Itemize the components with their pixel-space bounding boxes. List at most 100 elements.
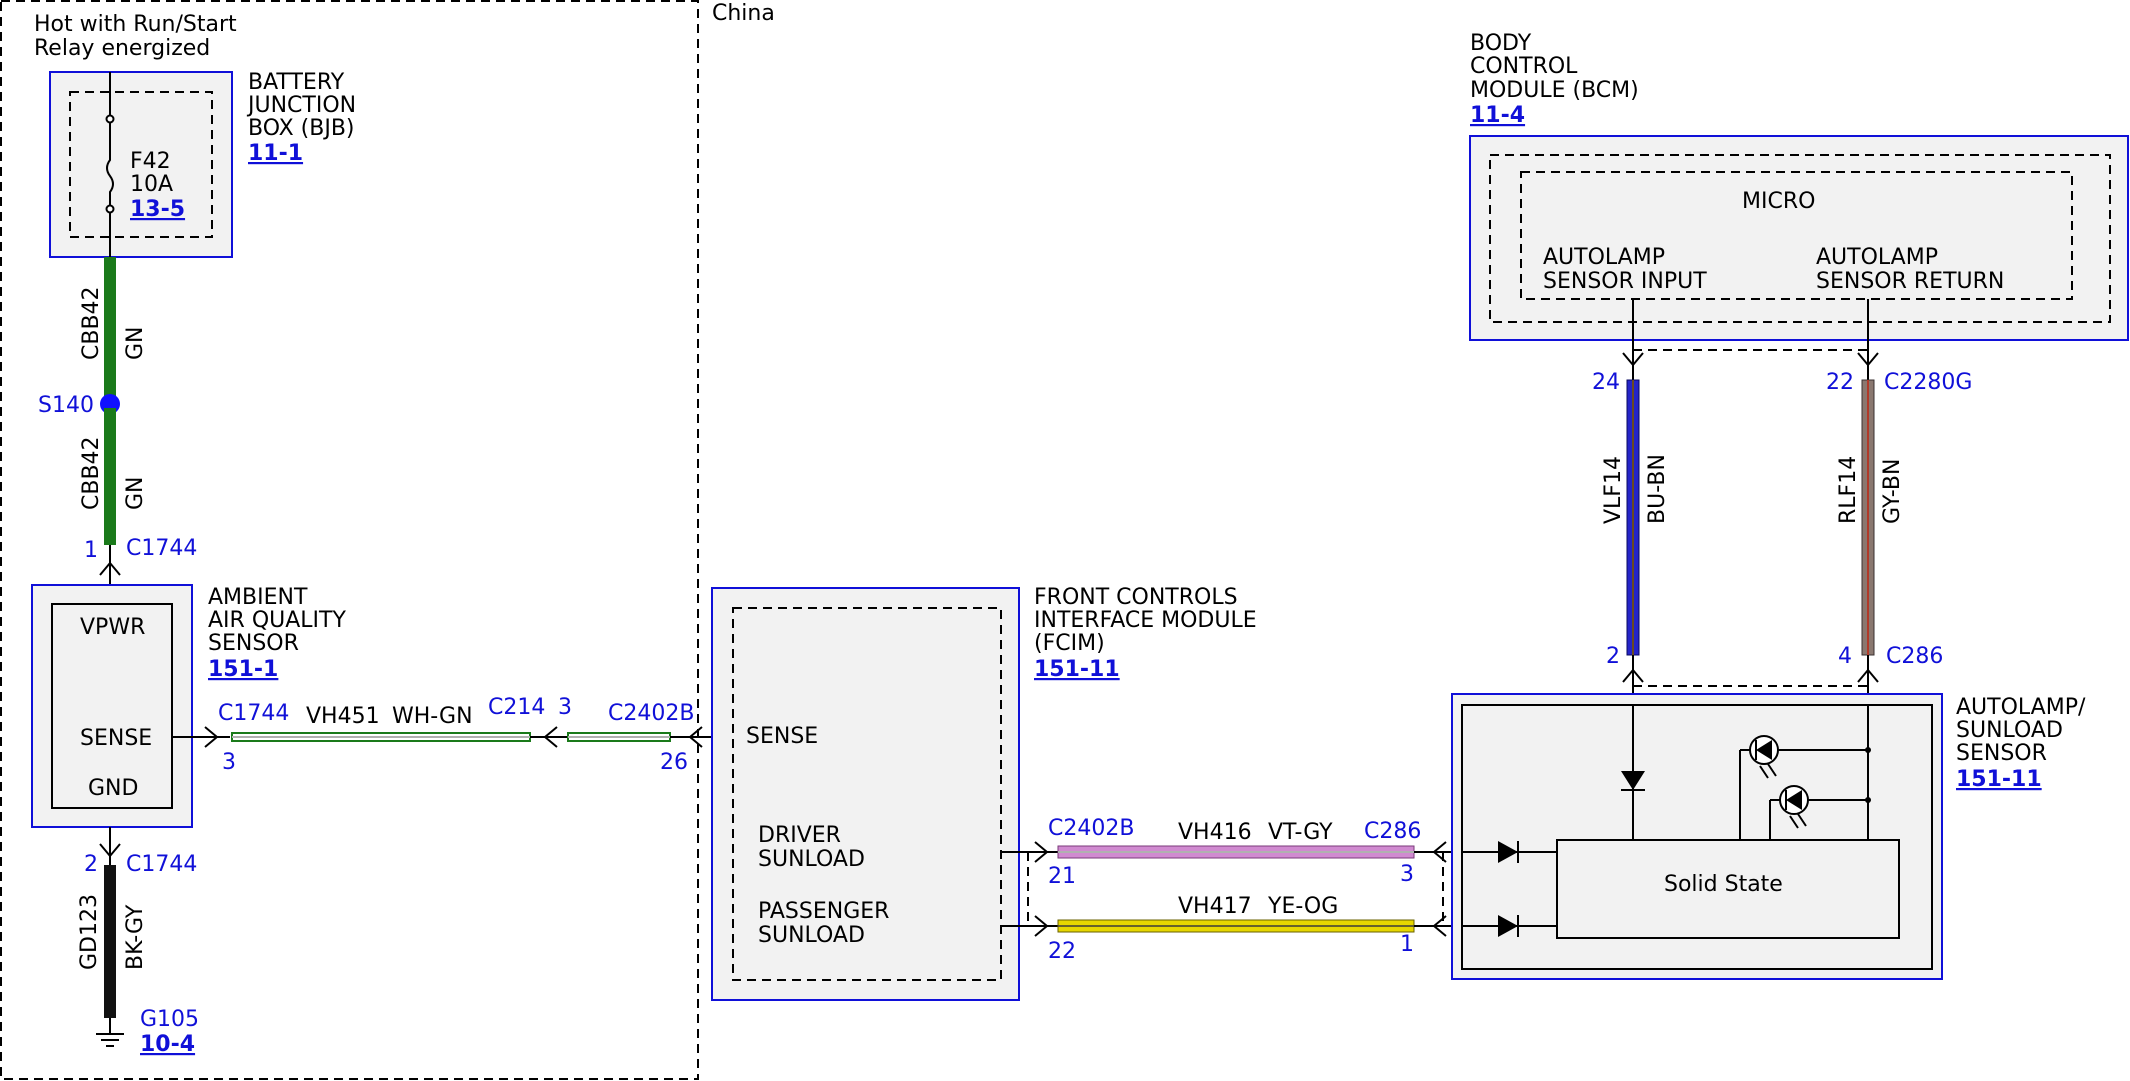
wire-vh416-src-pin: 21	[1048, 864, 1076, 889]
solid-state-block	[1556, 839, 1900, 939]
wire-vh416-color: VT-GY	[1268, 820, 1333, 845]
wire-cbb42-upper-color: GN	[123, 326, 148, 360]
wire-rlf14-bottom-connector: C286	[1886, 644, 1943, 669]
fcim-sense-pin: 26	[660, 750, 688, 775]
bjb-ref[interactable]: 11-1	[248, 141, 303, 166]
bcm-name-line2: CONTROL	[1470, 54, 1578, 79]
inline-c214-pin: 3	[558, 695, 572, 720]
china-region-boundary	[0, 0, 699, 1080]
power-note-line2: Relay energized	[34, 36, 210, 61]
fcim-pin-passenger-line2: SUNLOAD	[758, 923, 865, 948]
bjb-name-line2: JUNCTION	[246, 93, 356, 118]
inline-c214-id: C214	[488, 695, 545, 720]
bcm-return-label-line1: AUTOLAMP	[1816, 245, 1938, 270]
connector-c2402b-21-symbol	[1034, 841, 1049, 863]
wire-rlf14-top-pin: 22	[1826, 370, 1854, 395]
connector-c2280g-22-symbol	[1857, 352, 1879, 367]
autolamp-ref[interactable]: 151-11	[1956, 767, 2042, 792]
bcm-name-line1: BODY	[1470, 31, 1532, 56]
fcim-name-line2: INTERFACE MODULE	[1034, 608, 1257, 633]
aqs-pin-gnd: GND	[88, 776, 138, 801]
aqs-name-line1: AMBIENT	[208, 585, 308, 610]
bjb-name-line1: BATTERY	[248, 70, 345, 95]
connector-c2280g-24-symbol	[1622, 352, 1644, 367]
bcm-input-label-line2: SENSOR INPUT	[1543, 269, 1707, 294]
bcm-input-label-line1: AUTOLAMP	[1543, 245, 1665, 270]
ground-ref[interactable]: 10-4	[140, 1032, 195, 1057]
ambient-air-quality-sensor: VPWR SENSE GND	[31, 584, 193, 828]
light-arrows-1-icon	[1759, 763, 1777, 779]
fuse-rating: 10A	[130, 172, 173, 197]
wire-rlf14-bottom-pin: 4	[1838, 644, 1852, 669]
connector-c1744-bottom-symbol	[99, 843, 121, 858]
wire-vlf14-bottom-pin: 2	[1606, 644, 1620, 669]
fcim-sense-connector: C2402B	[608, 701, 694, 726]
wire-vh451-circuit: VH451	[306, 704, 380, 729]
aqs-bottom-pin: 2	[84, 852, 98, 877]
region-label: China	[712, 1, 775, 26]
wire-vh451[interactable]	[231, 732, 531, 742]
wire-vh416-dst-pin: 3	[1400, 862, 1414, 887]
wire-vh417-dst-pin: 1	[1400, 932, 1414, 957]
wire-vlf14-top-pin: 24	[1592, 370, 1620, 395]
aqs-pin-vpwr: VPWR	[80, 615, 145, 640]
fcim-ref[interactable]: 151-11	[1034, 657, 1120, 682]
bcm-connector: C2280G	[1884, 370, 1972, 395]
fcim-pin-driver-line2: SUNLOAD	[758, 847, 865, 872]
diode-passenger-icon	[1498, 915, 1518, 937]
wire-rlf14-circuit: RLF14	[1836, 456, 1861, 524]
wire-vh451-segment2[interactable]	[567, 732, 671, 742]
splice-id: S140	[38, 393, 94, 418]
diode-input-icon	[1621, 771, 1645, 790]
aqs-top-connector: C1744	[126, 536, 197, 561]
fcim-pin-passenger-line1: PASSENGER	[758, 899, 889, 924]
wire-vh416-src-connector: C2402B	[1048, 816, 1134, 841]
fuse-id: F42	[130, 149, 171, 174]
wire-rlf14-color: GY-BN	[1880, 459, 1905, 524]
wire-vh416-dst-connector: C286	[1364, 819, 1421, 844]
solid-state-label: Solid State	[1664, 872, 1783, 897]
wire-gd123-circuit: GD123	[77, 894, 102, 970]
bjb-name-line3: BOX (BJB)	[248, 116, 355, 141]
connector-c1744-sense-symbol	[204, 726, 219, 748]
aqs-sense-pin: 3	[222, 750, 236, 775]
bcm-micro-label: MICRO	[1742, 189, 1815, 214]
ground-id: G105	[140, 1007, 199, 1032]
diode-driver-icon	[1498, 841, 1518, 863]
connector-c2402b-22-symbol	[1034, 915, 1049, 937]
wire-vh417-color: YE-OG	[1267, 894, 1338, 919]
wire-vh416-circuit: VH416	[1178, 820, 1252, 845]
fuse-terminal-top	[105, 114, 115, 124]
fcim-name-line3: (FCIM)	[1034, 631, 1105, 656]
fcim-pin-sense: SENSE	[746, 724, 818, 749]
wire-vh417-src-pin: 22	[1048, 939, 1076, 964]
bcm-name-line3: MODULE (BCM)	[1470, 78, 1639, 103]
fcim-pin-driver-line1: DRIVER	[758, 823, 841, 848]
wire-gd123-color: BK-GY	[123, 904, 148, 970]
wire-cbb42-upper-circuit: CBB42	[79, 286, 104, 360]
wire-cbb42-lower-color: GN	[123, 476, 148, 510]
bcm-ref[interactable]: 11-4	[1470, 103, 1525, 128]
aqs-top-pin: 1	[84, 538, 98, 563]
autolamp-name-line1: AUTOLAMP/	[1956, 695, 2086, 720]
front-controls-interface-module: SENSE DRIVER SUNLOAD PASSENGER SUNLOAD	[711, 587, 1020, 1001]
bcm-return-label-line2: SENSOR RETURN	[1816, 269, 2004, 294]
body-control-module: MICRO AUTOLAMP SENSOR INPUT AUTOLAMP SEN…	[1469, 135, 2129, 341]
wire-vlf14-color: BU-BN	[1645, 454, 1670, 524]
fuse-ref[interactable]: 13-5	[130, 197, 185, 222]
wire-vlf14-circuit: VLF14	[1601, 456, 1626, 524]
aqs-ref[interactable]: 151-1	[208, 657, 278, 682]
connector-c286-2-symbol	[1622, 668, 1644, 683]
ground-symbol	[96, 1018, 124, 1047]
light-arrows-2-icon	[1789, 813, 1807, 829]
aqs-sense-connector: C1744	[218, 701, 289, 726]
wire-vh417-circuit: VH417	[1178, 894, 1252, 919]
autolamp-sunload-sensor: Solid State	[1451, 693, 1943, 980]
connector-c286-4-symbol	[1857, 668, 1879, 683]
fcim-name-line1: FRONT CONTROLS	[1034, 585, 1238, 610]
aqs-pin-sense: SENSE	[80, 726, 152, 751]
aqs-name-line3: SENSOR	[208, 631, 299, 656]
fuse-symbol	[106, 122, 114, 206]
wire-vh451-color: WH-GN	[392, 704, 473, 729]
